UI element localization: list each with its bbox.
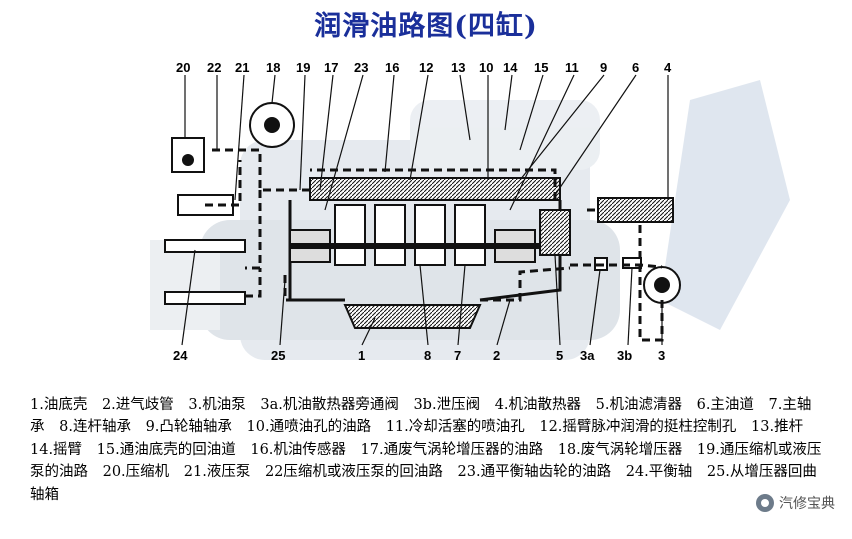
callout-3a: 3a xyxy=(580,348,595,363)
legend-item: 17.通废气涡轮增压器的油路 xyxy=(361,442,544,458)
compressor xyxy=(172,138,204,172)
callout-20: 20 xyxy=(176,60,190,75)
oil-cooler xyxy=(598,198,673,222)
legend-item: 14.摇臂 xyxy=(30,442,82,458)
turbocharger xyxy=(250,103,294,147)
legend-item: 3.机油泵 xyxy=(188,397,245,413)
oil-filter xyxy=(540,210,570,255)
lubrication-diagram: 20 22 21 18 19 17 23 16 12 13 10 14 15 1… xyxy=(0,0,852,390)
legend-item: 24.平衡轴 xyxy=(626,464,693,480)
legend-item: 1.油底壳 xyxy=(30,397,87,413)
callout-15: 15 xyxy=(534,60,548,75)
callout-22: 22 xyxy=(207,60,221,75)
callout-17: 17 xyxy=(324,60,338,75)
callout-23: 23 xyxy=(354,60,368,75)
callout-4: 4 xyxy=(664,60,672,75)
legend-item: 3a.机油散热器旁通阀 xyxy=(260,397,398,413)
callout-8: 8 xyxy=(424,348,431,363)
legend-item: 6.主油道 xyxy=(697,397,754,413)
legend-item: 18.废气涡轮增压器 xyxy=(558,442,683,458)
legend-item: 16.机油传感器 xyxy=(250,442,346,458)
watermark-text: 汽修宝典 xyxy=(779,493,835,513)
callout-16: 16 xyxy=(385,60,399,75)
legend-item: 10.通喷油孔的油路 xyxy=(247,419,372,435)
callout-7: 7 xyxy=(454,348,461,363)
legend-item: 23.通平衡轴齿轮的油路 xyxy=(458,464,612,480)
callout-2: 2 xyxy=(493,348,500,363)
legend-item: 4.机油散热器 xyxy=(495,397,581,413)
legend-item: 13.推杆 xyxy=(751,419,803,435)
legend-item: 11.冷却活塞的喷油孔 xyxy=(386,419,525,435)
callout-19: 19 xyxy=(296,60,310,75)
legend: 1.油底壳 2.进气歧管 3.机油泵 3a.机油散热器旁通阀 3b.泄压阀 4.… xyxy=(30,394,830,506)
watermark: 汽修宝典 xyxy=(753,493,838,513)
callout-3b: 3b xyxy=(617,348,632,363)
wechat-logo-icon xyxy=(756,494,774,512)
callout-21: 21 xyxy=(235,60,249,75)
callout-18: 18 xyxy=(266,60,280,75)
callout-3: 3 xyxy=(658,348,665,363)
legend-item: 5.机油滤清器 xyxy=(596,397,682,413)
legend-item: 12.摇臂脉冲润滑的挺柱控制孔 xyxy=(539,419,736,435)
callout-12: 12 xyxy=(419,60,433,75)
legend-item: 3b.泄压阀 xyxy=(413,397,480,413)
legend-item: 15.通油底壳的回油道 xyxy=(97,442,236,458)
callout-25: 25 xyxy=(271,348,285,363)
legend-item: 8.连杆轴承 xyxy=(59,419,131,435)
callout-6: 6 xyxy=(632,60,639,75)
callout-10: 10 xyxy=(479,60,493,75)
legend-item: 2.进气歧管 xyxy=(102,397,174,413)
callout-24: 24 xyxy=(173,348,188,363)
callout-13: 13 xyxy=(451,60,465,75)
callout-9: 9 xyxy=(600,60,607,75)
callout-5: 5 xyxy=(556,348,563,363)
callout-14: 14 xyxy=(503,60,518,75)
legend-item: 22压缩机或液压泵的回油路 xyxy=(265,464,443,480)
callout-11: 11 xyxy=(565,60,579,75)
legend-item: 20.压缩机 xyxy=(103,464,170,480)
legend-item: 21.液压泵 xyxy=(184,464,251,480)
legend-item: 9.凸轮轴轴承 xyxy=(146,419,232,435)
oil-pump xyxy=(644,267,680,303)
callout-1: 1 xyxy=(358,348,365,363)
